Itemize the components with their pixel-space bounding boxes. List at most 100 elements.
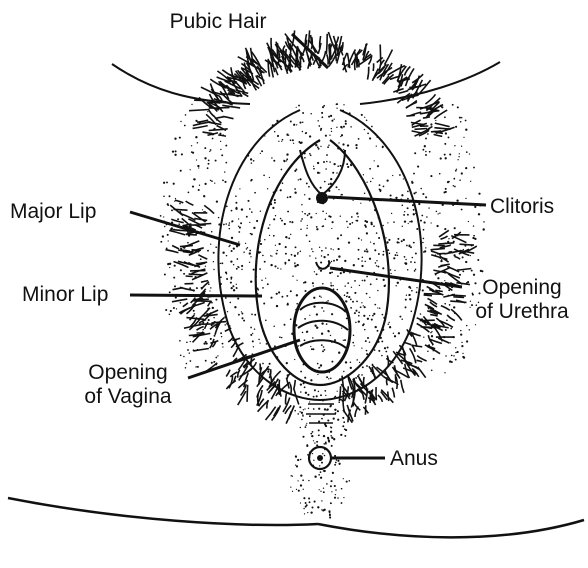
stipple-dot	[338, 248, 340, 250]
stipple-dot	[335, 462, 337, 464]
stipple-dot	[289, 221, 291, 223]
stipple-dot	[235, 208, 237, 210]
stipple-dot	[310, 113, 311, 114]
stipple-dot	[173, 183, 175, 185]
stipple-dot	[226, 278, 228, 280]
stipple-dot	[297, 252, 299, 254]
stipple-dot	[303, 409, 304, 410]
stipple-dot	[251, 162, 252, 163]
stipple-dot	[342, 143, 344, 145]
stipple-dot	[302, 211, 303, 212]
stipple-dot	[337, 419, 339, 421]
stipple-dot	[455, 347, 456, 348]
stipple-dot	[301, 204, 302, 205]
stipple-dot	[444, 280, 445, 281]
stipple-dot	[286, 160, 287, 161]
hair-stroke	[290, 384, 291, 394]
stipple-dot	[340, 434, 342, 436]
stipple-dot	[325, 247, 327, 249]
stipple-dot	[183, 356, 185, 358]
stipple-dot	[325, 443, 327, 445]
stipple-dot	[351, 287, 352, 288]
stipple-dot	[466, 151, 468, 153]
stipple-dot	[431, 335, 433, 337]
stipple-dot	[320, 364, 322, 366]
stipple-dot	[311, 435, 313, 437]
stipple-dot	[369, 168, 371, 170]
stipple-dot	[326, 483, 328, 485]
hair-stroke	[401, 380, 404, 393]
stipple-dot	[446, 319, 448, 321]
stipple-dot	[320, 491, 321, 492]
stipple-dot	[205, 360, 207, 362]
stipple-dot	[384, 284, 386, 286]
stipple-dot	[322, 106, 324, 108]
stipple-dot	[224, 171, 225, 172]
stipple-dot	[199, 185, 200, 186]
stipple-dot	[204, 157, 206, 159]
stipple-dot	[430, 175, 432, 177]
stipple-dot	[379, 189, 381, 191]
stipple-dot	[336, 186, 338, 188]
stipple-dot	[284, 262, 286, 264]
stipple-dot	[285, 236, 287, 238]
hair-stroke	[275, 68, 278, 75]
stipple-dot	[448, 181, 450, 183]
stipple-dot	[187, 242, 189, 244]
stipple-dot	[241, 265, 243, 267]
stipple-dot	[361, 239, 362, 240]
stipple-dot	[356, 220, 358, 222]
stipple-dot	[316, 441, 318, 443]
stipple-dot	[433, 358, 435, 360]
stipple-dot	[323, 488, 324, 489]
stipple-dot	[312, 453, 313, 454]
stipple-dot	[460, 330, 461, 331]
stipple-dot	[172, 150, 174, 152]
stipple-dot	[297, 413, 299, 415]
stipple-dot	[215, 299, 217, 301]
stipple-dot	[208, 160, 210, 162]
stipple-dot	[416, 287, 417, 288]
stipple-dot	[444, 154, 446, 156]
stipple-dot	[300, 484, 302, 486]
label-clitoris: Clitoris	[490, 195, 554, 219]
stipple-dot	[358, 237, 360, 239]
stipple-dot	[321, 112, 323, 114]
hair-stroke	[455, 257, 461, 260]
stipple-dot	[424, 145, 426, 147]
stipple-dot	[321, 344, 323, 346]
stipple-dot	[329, 517, 331, 519]
stipple-dot	[290, 121, 292, 123]
stipple-dot	[270, 255, 271, 256]
stipple-dot	[453, 306, 455, 308]
stipple-dot	[397, 238, 399, 240]
stipple-dot	[241, 269, 243, 271]
hair-stroke	[424, 294, 441, 295]
stipple-dot	[188, 192, 190, 194]
anus-center	[317, 455, 323, 461]
hair-stroke	[422, 322, 429, 323]
stipple-dot	[260, 251, 261, 252]
stipple-dot	[320, 477, 322, 479]
hair-stroke	[183, 303, 188, 307]
stipple-dot	[296, 280, 297, 281]
stipple-dot	[340, 272, 342, 274]
stipple-dot	[348, 296, 350, 298]
stipple-dot	[316, 228, 318, 230]
stipple-dot	[377, 307, 378, 308]
stipple-dot	[371, 319, 373, 321]
stipple-dot	[300, 427, 301, 428]
hair-stroke	[189, 110, 209, 111]
stipple-dot	[251, 211, 253, 213]
stipple-dot	[167, 203, 169, 205]
stipple-dot	[286, 153, 288, 155]
stipple-dot	[200, 258, 202, 260]
stipple-dot	[249, 208, 251, 210]
stipple-dot	[241, 317, 243, 319]
stipple-dot	[338, 463, 340, 465]
stipple-dot	[213, 317, 215, 319]
hair-stroke	[441, 306, 450, 311]
stipple-dot	[233, 247, 235, 249]
stipple-dot	[325, 135, 327, 137]
stipple-dot	[296, 303, 298, 305]
